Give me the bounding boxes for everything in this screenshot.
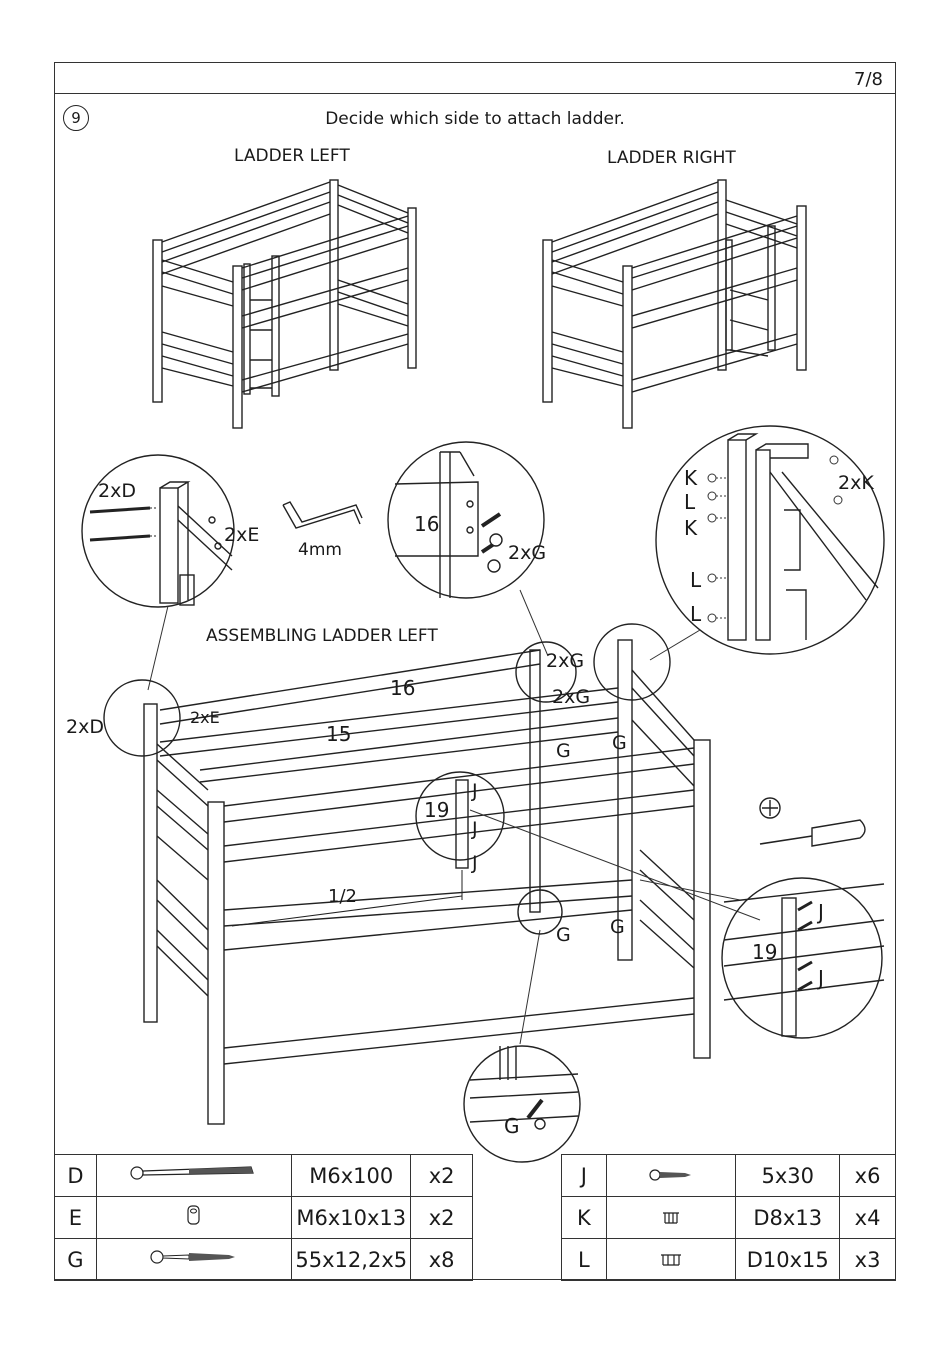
detail-circle-16	[388, 442, 544, 598]
callout-2xe-main: 2xE	[190, 708, 220, 727]
callout-2xg-main-2: 2xG	[552, 686, 590, 708]
part-letter: L	[562, 1239, 607, 1281]
callout-j-detail-1: J	[818, 900, 824, 924]
parts-table-right: J 5x30 x6 K D8x13 x4 L D10x15 x3	[561, 1154, 896, 1281]
bunk-ladder-right-drawing	[543, 180, 806, 428]
callout-g-main-2: G	[612, 732, 627, 754]
callout-j-detail-2: J	[818, 966, 824, 990]
assembling-title: ASSEMBLING LADDER LEFT	[206, 626, 438, 646]
detail-circle-main-top-left	[104, 680, 180, 756]
screwdriver-icon	[760, 798, 865, 846]
table-row: D M6x100 x2	[55, 1155, 473, 1197]
bunk-ladder-left-drawing	[153, 180, 416, 428]
callout-k-1: K	[684, 466, 697, 490]
callout-2xg-main-1: 2xG	[546, 650, 584, 672]
callout-l-2: L	[690, 568, 701, 592]
part-size: M6x10x13	[292, 1197, 411, 1239]
table-row: J 5x30 x6	[562, 1155, 896, 1197]
part-qty: x3	[840, 1239, 896, 1281]
part-size: 55x12,2x5	[292, 1239, 411, 1281]
callout-g-bottom: G	[504, 1114, 520, 1138]
bolt-long-icon	[96, 1155, 292, 1197]
ladder-right-title: LADDER RIGHT	[607, 148, 736, 168]
part-qty: x2	[411, 1197, 473, 1239]
table-row: E M6x10x13 x2	[55, 1197, 473, 1239]
wood-screw-icon	[96, 1239, 292, 1281]
part-letter: K	[562, 1197, 607, 1239]
callout-half-measure: 1/2	[328, 886, 357, 907]
callout-g-main-1: G	[556, 740, 571, 762]
hex-key-icon	[283, 502, 362, 528]
part-letter: E	[55, 1197, 97, 1239]
part-size: 5x30	[736, 1155, 840, 1197]
callout-part-19-main: 19	[424, 798, 449, 822]
hex-key-size: 4mm	[298, 540, 342, 560]
callout-2xd-top: 2xD	[98, 480, 136, 502]
callout-k-2: K	[684, 516, 697, 540]
main-bed-drawing	[144, 590, 760, 1124]
part-letter: J	[562, 1155, 607, 1197]
callout-g-main-3: G	[556, 924, 571, 946]
callout-2xk: 2xK	[838, 472, 874, 494]
table-row: K D8x13 x4	[562, 1197, 896, 1239]
part-size: D10x15	[736, 1239, 840, 1281]
callout-j-main-2: J	[472, 818, 478, 840]
part-qty: x8	[411, 1239, 473, 1281]
part-size: D8x13	[736, 1197, 840, 1239]
detail-circle-bottom-g	[464, 1046, 580, 1162]
callout-part-16-detail: 16	[414, 512, 439, 536]
table-row: G 55x12,2x5 x8	[55, 1239, 473, 1281]
dowel-cap-icon	[606, 1197, 735, 1239]
part-size: M6x100	[292, 1155, 411, 1197]
callout-part-19-detail: 19	[752, 940, 777, 964]
callout-2xe-top: 2xE	[224, 524, 259, 546]
detail-circle-19	[722, 878, 884, 1038]
part-qty: x4	[840, 1197, 896, 1239]
part-qty: x2	[411, 1155, 473, 1197]
ladder-left-title: LADDER LEFT	[234, 146, 350, 166]
part-letter: D	[55, 1155, 97, 1197]
parts-table-left: D M6x100 x2 E M6x10x13 x2 G 55x12,2x5 x8	[54, 1154, 473, 1281]
callout-j-main-1: J	[472, 780, 478, 802]
table-row: L D10x15 x3	[562, 1239, 896, 1281]
short-screw-icon	[606, 1155, 735, 1197]
dowel-cap-large-icon	[606, 1239, 735, 1281]
callout-2xg-detail: 2xG	[508, 542, 546, 564]
part-letter: G	[55, 1239, 97, 1281]
callout-part-15-main: 15	[326, 722, 351, 746]
part-qty: x6	[840, 1155, 896, 1197]
callout-2xd-main: 2xD	[66, 716, 104, 738]
barrel-nut-icon	[96, 1197, 292, 1239]
callout-g-main-4: G	[610, 916, 625, 938]
callout-l-3: L	[690, 602, 701, 626]
callout-j-main-3: J	[472, 852, 478, 874]
callout-part-16-main: 16	[390, 676, 415, 700]
detail-circle-bolts	[82, 455, 234, 607]
callout-l-1: L	[684, 490, 695, 514]
